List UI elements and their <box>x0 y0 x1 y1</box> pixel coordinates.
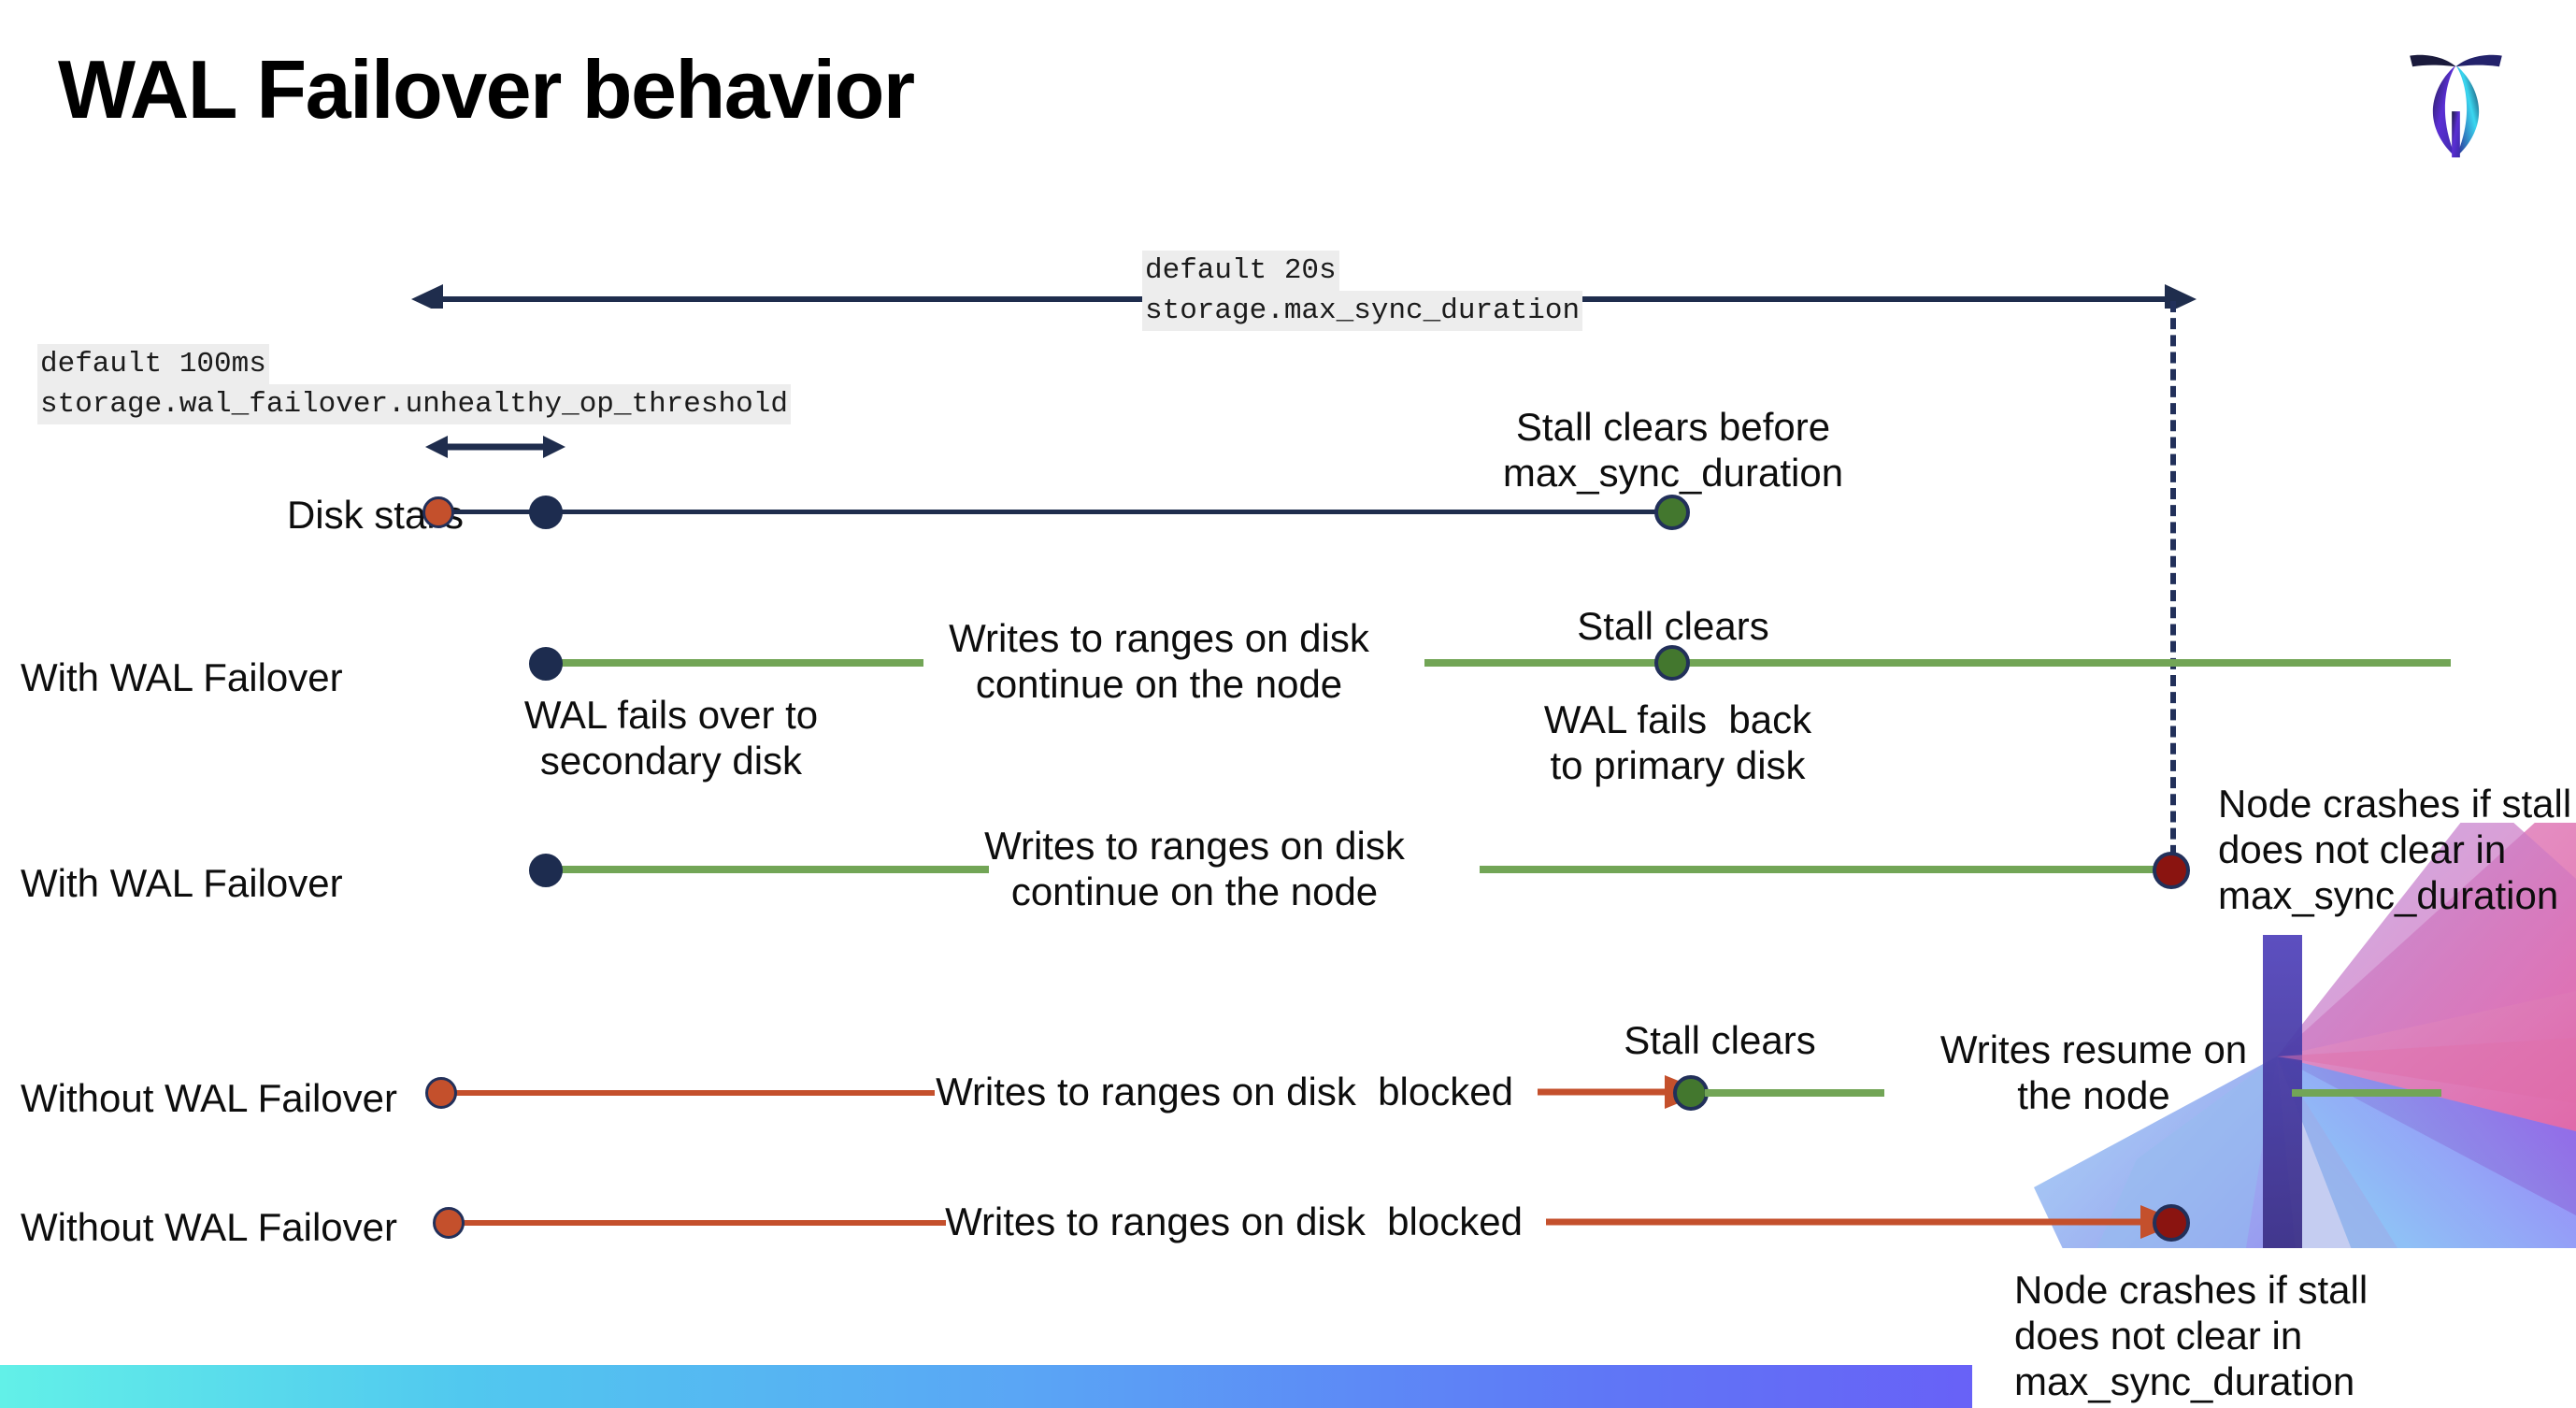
unhealthy-op-threshold-annotation: default 100ms storage.wal_failover.unhea… <box>37 344 791 424</box>
without-failover-stall-clears-dot <box>1673 1075 1709 1111</box>
node-crash-dot-row3 <box>2153 852 2190 889</box>
wal-failover-crash-green-segment-left <box>550 866 989 873</box>
crash-callout-panel <box>1972 1248 2576 1408</box>
row-label-without-wal-failover-crash: Without WAL Failover <box>21 1205 397 1249</box>
without-failover-resume-segment-far <box>2292 1089 2441 1097</box>
disk-stalls-clear-dot <box>1654 495 1690 530</box>
without-failover-crash-segment-left <box>456 1220 946 1226</box>
disk-stall-start-dot <box>422 496 454 528</box>
page-title: WAL Failover behavior <box>58 43 915 136</box>
wal-failover-stall-clears-dot <box>1654 645 1690 681</box>
max-sync-duration-annotation: default 20s storage.max_sync_duration <box>1142 251 1583 331</box>
max-sync-duration-dashed-guide <box>2170 301 2176 873</box>
without-failover-stall-start-dot <box>425 1077 457 1109</box>
wal-failover-crash-start-dot <box>529 854 563 887</box>
without-failover-crash-stall-start-dot <box>433 1207 465 1239</box>
wal-failover-start-dot <box>529 647 563 681</box>
node-crash-dot-row5 <box>2153 1204 2190 1242</box>
unhealthy-op-threshold-span-arrow <box>425 436 565 458</box>
note-writes-continue-row2: Writes to ranges on disk continue on the… <box>949 616 1369 706</box>
unhealthy-threshold-default-label: default 100ms <box>37 344 269 384</box>
note-writes-blocked-row5: Writes to ranges on disk blocked <box>945 1200 1523 1243</box>
note-writes-resume: Writes resume on the node <box>1939 1027 2248 1117</box>
note-stall-clears-row4: Stall clears <box>1624 1018 1816 1062</box>
note-stall-clears-before-max-sync: Stall clears before max_sync_duration <box>1502 405 1844 495</box>
without-failover-resume-segment <box>1705 1089 1884 1097</box>
row-label-without-wal-failover-clears: Without WAL Failover <box>21 1076 397 1120</box>
note-writes-continue-row3: Writes to ranges on disk continue on the… <box>984 824 1405 913</box>
wal-failover-green-segment-left <box>550 659 923 667</box>
without-failover-blocked-segment-left <box>449 1090 935 1096</box>
note-writes-blocked-row4: Writes to ranges on disk blocked <box>936 1070 1513 1113</box>
wal-failover-trigger-dot <box>529 496 563 529</box>
wal-failover-crash-green-segment-right <box>1480 866 2181 873</box>
max-sync-setting-label: storage.max_sync_duration <box>1142 291 1583 331</box>
note-node-crashes-row5: Node crashes if stall does not clear in … <box>2014 1268 2368 1403</box>
note-wal-fails-over: WAL fails over to secondary disk <box>523 693 819 783</box>
note-wal-fails-back: WAL fails back to primary disk <box>1543 697 1812 787</box>
unhealthy-threshold-setting-label: storage.wal_failover.unhealthy_op_thresh… <box>37 384 791 424</box>
cockroachdb-logo <box>2410 54 2502 158</box>
disk-stalls-timeline <box>437 510 1681 514</box>
note-node-crashes-row3: Node crashes if stall does not clear in … <box>2218 782 2572 917</box>
without-failover-crash-arrow <box>1546 1205 2182 1239</box>
note-stall-clears-row2: Stall clears <box>1577 604 1769 648</box>
row-label-with-wal-failover-crash: With WAL Failover <box>21 861 343 905</box>
max-sync-default-label: default 20s <box>1142 251 1339 291</box>
wal-failover-green-segment-right <box>1424 659 2451 667</box>
row-label-with-wal-failover-clears: With WAL Failover <box>21 655 343 699</box>
